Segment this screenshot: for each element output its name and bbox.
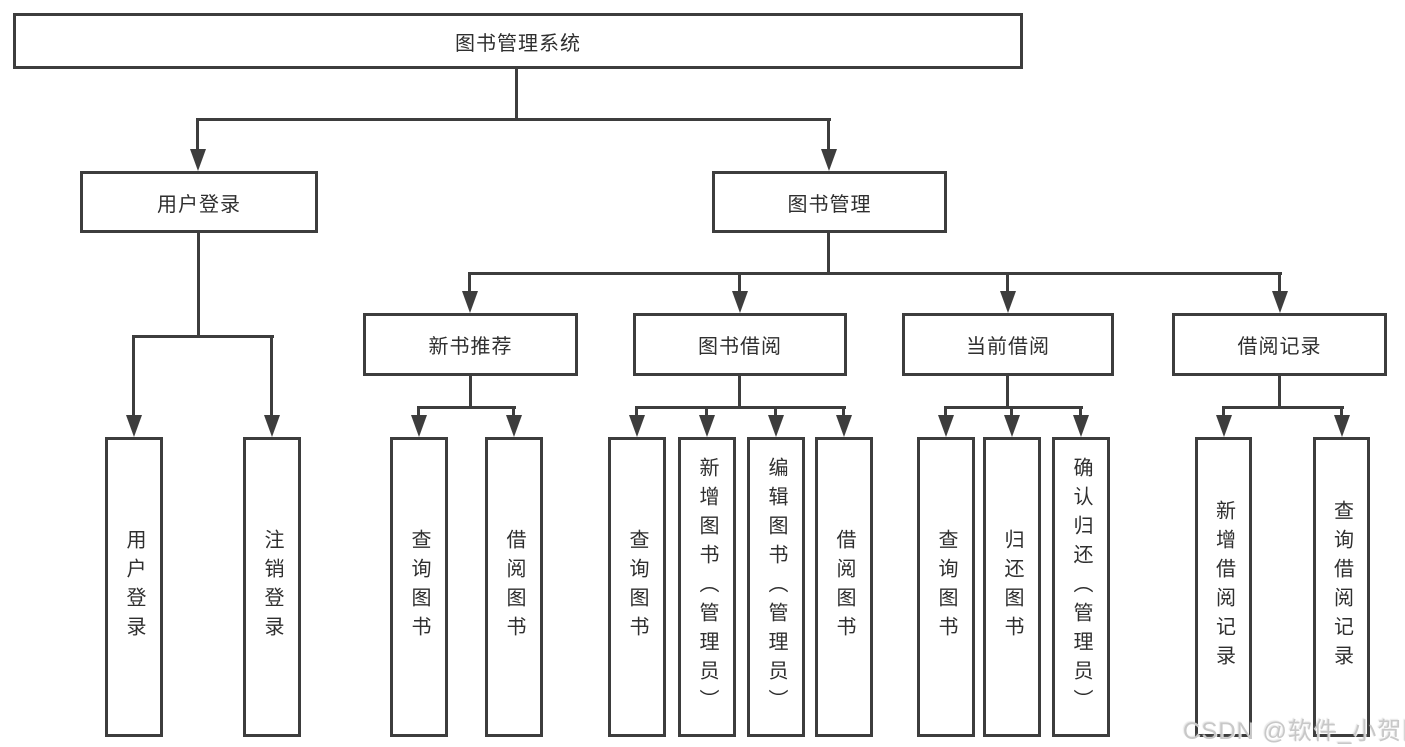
leaf-label: 归还图书 — [1001, 529, 1023, 645]
connector-line — [827, 233, 830, 275]
arrow-down-icon — [1073, 415, 1089, 437]
connector-line — [469, 376, 472, 409]
node-book-borrowing: 图书借阅 — [633, 313, 847, 376]
connector-line — [132, 335, 274, 338]
connector-line — [417, 406, 516, 409]
leaf-label: 新增借阅记录 — [1212, 500, 1235, 674]
leaf-search-books-borrowing: 查询图书 — [608, 437, 666, 737]
leaf-user-login: 用户登录 — [105, 437, 163, 737]
leaf-search-books-recommend: 查询图书 — [390, 437, 448, 737]
arrow-down-icon — [462, 291, 478, 313]
arrow-down-icon — [1216, 415, 1232, 437]
leaf-label: 查询图书 — [935, 529, 957, 645]
connector-line — [468, 275, 471, 293]
connector-line — [270, 338, 273, 416]
connector-line — [1006, 275, 1009, 293]
connector-line — [196, 118, 831, 121]
connector-line — [635, 409, 638, 417]
connector-line — [944, 409, 947, 417]
arrow-down-icon — [1272, 291, 1288, 313]
connector-line — [705, 409, 708, 417]
node-new-book-recommend: 新书推荐 — [363, 313, 578, 376]
connector-line — [1079, 409, 1082, 417]
connector-line — [944, 406, 1083, 409]
arrow-down-icon — [190, 149, 206, 171]
leaf-edit-books-admin: 编辑图书（管理员） — [747, 437, 805, 737]
leaf-borrow-books-recommend: 借阅图书 — [485, 437, 543, 737]
leaf-label: 借阅图书 — [503, 529, 525, 645]
leaf-search-borrow-record: 查询借阅记录 — [1313, 437, 1370, 737]
leaf-confirm-return-admin: 确认归还（管理员） — [1052, 437, 1110, 737]
leaf-return-books: 归还图书 — [983, 437, 1041, 737]
connector-line — [842, 409, 845, 417]
connector-line — [468, 272, 1282, 275]
connector-line — [196, 121, 199, 151]
leaf-label: 查询图书 — [408, 529, 430, 645]
arrow-down-icon — [732, 291, 748, 313]
connector-line — [774, 409, 777, 417]
arrow-down-icon — [836, 415, 852, 437]
node-borrowing-records: 借阅记录 — [1172, 313, 1387, 376]
connector-line — [1006, 376, 1009, 409]
connector-line — [635, 406, 846, 409]
leaf-label: 借阅图书 — [833, 529, 855, 645]
leaf-label: 新增图书（管理员） — [696, 456, 718, 718]
connector-line — [197, 233, 200, 338]
connector-line — [738, 376, 741, 409]
leaf-search-books-current: 查询图书 — [917, 437, 975, 737]
connector-line — [1222, 406, 1344, 409]
leaf-logout: 注销登录 — [243, 437, 301, 737]
node-current-borrowing: 当前借阅 — [902, 313, 1114, 376]
leaf-borrow-books: 借阅图书 — [815, 437, 873, 737]
arrow-down-icon — [126, 415, 142, 437]
leaf-label: 查询借阅记录 — [1330, 500, 1353, 674]
connector-line — [1222, 409, 1225, 417]
node-user-login: 用户登录 — [80, 171, 318, 233]
connector-line — [1010, 409, 1013, 417]
arrow-down-icon — [264, 415, 280, 437]
arrow-down-icon — [1004, 415, 1020, 437]
arrow-down-icon — [1334, 415, 1350, 437]
arrow-down-icon — [506, 415, 522, 437]
leaf-label: 查询图书 — [626, 529, 648, 645]
arrow-down-icon — [629, 415, 645, 437]
leaf-add-borrow-record: 新增借阅记录 — [1195, 437, 1252, 737]
connector-line — [132, 338, 135, 416]
connector-line — [827, 121, 830, 151]
leaf-label: 确认归还（管理员） — [1070, 456, 1092, 718]
arrow-down-icon — [411, 415, 427, 437]
connector-line — [1278, 275, 1281, 293]
leaf-label: 用户登录 — [123, 529, 145, 645]
arrow-down-icon — [821, 149, 837, 171]
leaf-label: 注销登录 — [261, 529, 283, 645]
connector-line — [1340, 409, 1343, 417]
connector-line — [512, 409, 515, 417]
arrow-down-icon — [768, 415, 784, 437]
connector-line — [738, 275, 741, 293]
leaf-add-books-admin: 新增图书（管理员） — [678, 437, 736, 737]
arrow-down-icon — [938, 415, 954, 437]
connector-line — [515, 69, 518, 121]
node-library-system: 图书管理系统 — [13, 13, 1023, 69]
leaf-label: 编辑图书（管理员） — [765, 456, 787, 718]
csdn-watermark: CSDN @软件_小贺同学 — [1183, 718, 1405, 745]
arrow-down-icon — [699, 415, 715, 437]
arrow-down-icon — [1000, 291, 1016, 313]
connector-line — [417, 409, 420, 417]
node-book-management: 图书管理 — [712, 171, 947, 233]
connector-line — [1278, 376, 1281, 409]
